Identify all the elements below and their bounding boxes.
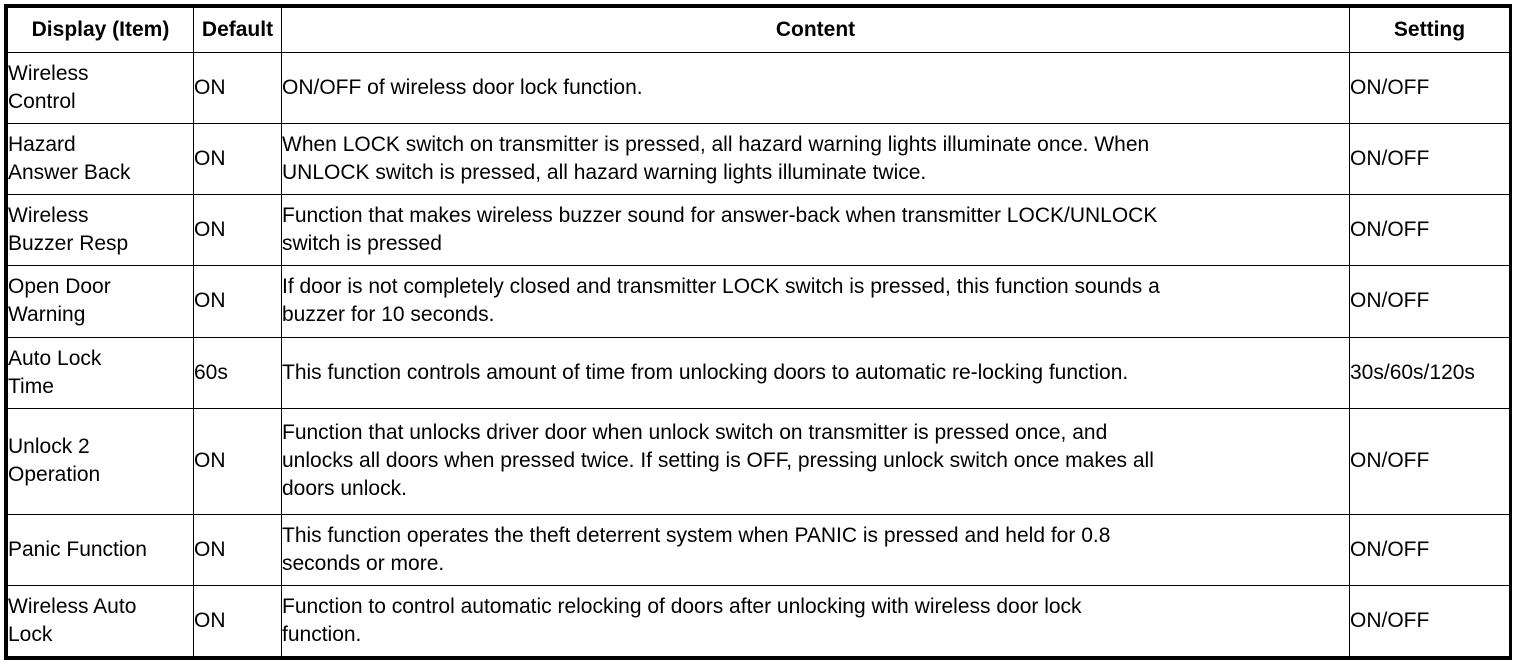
content-line-1: ON/OFF of wireless door lock function. <box>282 76 643 100</box>
cell-display-item: Unlock 2 Operation <box>7 407 194 515</box>
content-line-1: Function that makes wireless buzzer soun… <box>282 204 1158 228</box>
cell-content: When LOCK switch on transmitter is press… <box>281 123 1350 196</box>
content-line-2: UNLOCK switch is pressed, all hazard war… <box>282 161 927 185</box>
content-line-1: When LOCK switch on transmitter is press… <box>282 133 1150 157</box>
cell-display-item: Panic Function <box>7 513 194 586</box>
cell-setting: 30s/60s/120s <box>1349 336 1510 409</box>
cell-display-item: Wireless Control <box>7 51 194 125</box>
content-line-2: buzzer for 10 seconds. <box>282 303 495 327</box>
cell-setting: ON/OFF <box>1349 194 1510 267</box>
cell-display-item: Hazard Answer Back <box>7 123 194 196</box>
content-line-1: Function that unlocks driver door when u… <box>282 421 1108 445</box>
wireless-door-lock-settings-table: Display (Item) Default Content Setting W… <box>7 7 1510 658</box>
item-line-2: Operation <box>8 463 101 487</box>
table-row: Wireless Buzzer Resp ON Function that ma… <box>7 194 1510 267</box>
table-header: Display (Item) Default Content Setting <box>7 7 1510 53</box>
table-row: Wireless Auto Lock ON Function to contro… <box>7 584 1510 658</box>
cell-default: ON <box>193 51 282 125</box>
cell-setting: ON/OFF <box>1349 265 1510 338</box>
cell-default: ON <box>193 123 282 196</box>
item-line-1: Wireless <box>8 204 89 228</box>
column-header-display-item: Display (Item) <box>7 7 194 53</box>
cell-content: Function to control automatic relocking … <box>281 584 1350 658</box>
content-line-2: switch is pressed <box>282 232 442 256</box>
cell-setting: ON/OFF <box>1349 51 1510 125</box>
content-line-2: function. <box>282 622 362 646</box>
content-line-1: This function controls amount of time fr… <box>282 360 1129 384</box>
cell-setting: ON/OFF <box>1349 407 1510 515</box>
item-line-2: Answer Back <box>8 161 131 185</box>
table-row: Unlock 2 Operation ON Function that unlo… <box>7 407 1510 515</box>
cell-content: If door is not completely closed and tra… <box>281 265 1350 338</box>
table-row: Wireless Control ON ON/OFF of wireless d… <box>7 51 1510 125</box>
cell-setting: ON/OFF <box>1349 123 1510 196</box>
item-line-2: Time <box>8 374 54 398</box>
item-line-1: Wireless <box>8 62 89 86</box>
cell-display-item: Open Door Warning <box>7 265 194 338</box>
item-line-1: Auto Lock <box>8 346 102 370</box>
table-header-row: Display (Item) Default Content Setting <box>7 7 1510 53</box>
cell-default: ON <box>193 584 282 658</box>
content-line-1: This function operates the theft deterre… <box>282 523 1111 547</box>
column-header-setting: Setting <box>1349 7 1510 53</box>
content-line-1: If door is not completely closed and tra… <box>282 275 1160 299</box>
cell-content: This function controls amount of time fr… <box>281 336 1350 409</box>
item-line-1: Panic Function <box>8 537 147 561</box>
content-line-2: seconds or more. <box>282 551 445 575</box>
item-line-1: Wireless Auto <box>8 594 137 618</box>
cell-default: ON <box>193 407 282 515</box>
item-line-1: Open Door <box>8 275 111 299</box>
cell-content: Function that makes wireless buzzer soun… <box>281 194 1350 267</box>
cell-display-item: Auto Lock Time <box>7 336 194 409</box>
spec-table-container: Display (Item) Default Content Setting W… <box>4 4 1512 660</box>
cell-setting: ON/OFF <box>1349 513 1510 586</box>
table-body: Wireless Control ON ON/OFF of wireless d… <box>7 51 1510 658</box>
column-header-content: Content <box>281 7 1350 53</box>
content-line-2: unlocks all doors when pressed twice. If… <box>282 449 1154 473</box>
cell-default: 60s <box>193 336 282 409</box>
item-line-2: Buzzer Resp <box>8 232 129 256</box>
cell-default: ON <box>193 513 282 586</box>
content-line-1: Function to control automatic relocking … <box>282 594 1082 618</box>
cell-content: Function that unlocks driver door when u… <box>281 407 1350 515</box>
cell-default: ON <box>193 194 282 267</box>
table-row: Hazard Answer Back ON When LOCK switch o… <box>7 123 1510 196</box>
item-line-2: Control <box>8 90 76 114</box>
table-row: Open Door Warning ON If door is not comp… <box>7 265 1510 338</box>
item-line-2: Warning <box>8 303 86 327</box>
table-row: Panic Function ON This function operates… <box>7 513 1510 586</box>
cell-setting: ON/OFF <box>1349 584 1510 658</box>
cell-content: This function operates the theft deterre… <box>281 513 1350 586</box>
cell-display-item: Wireless Auto Lock <box>7 584 194 658</box>
item-line-1: Unlock 2 <box>8 435 90 459</box>
column-header-default: Default <box>193 7 282 53</box>
item-line-1: Hazard <box>8 133 76 157</box>
cell-default: ON <box>193 265 282 338</box>
content-line-3: doors unlock. <box>282 477 407 501</box>
cell-display-item: Wireless Buzzer Resp <box>7 194 194 267</box>
item-line-2: Lock <box>8 622 53 646</box>
table-row: Auto Lock Time 60s This function control… <box>7 336 1510 409</box>
cell-content: ON/OFF of wireless door lock function. <box>281 51 1350 125</box>
